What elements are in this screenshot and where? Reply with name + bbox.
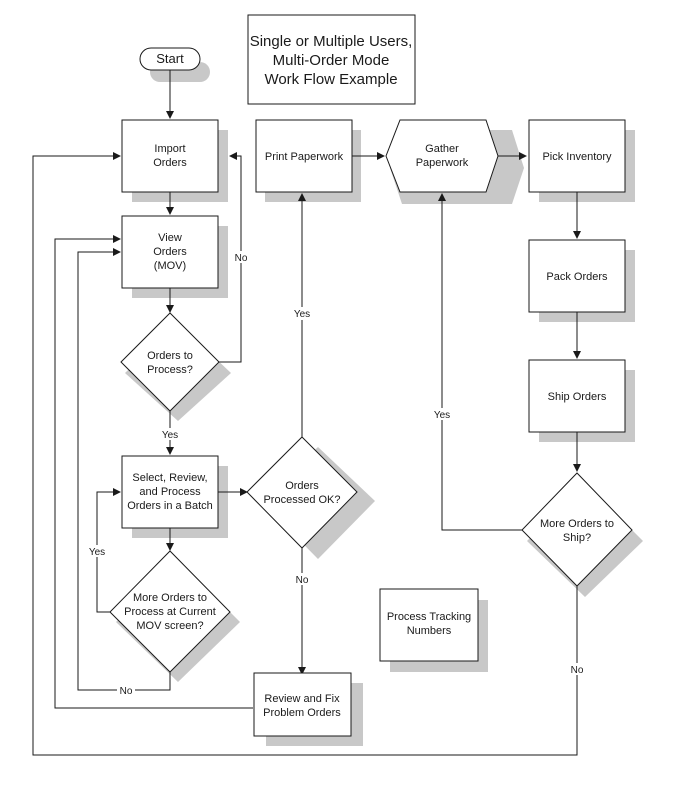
select-review-label-3: Orders in a Batch	[127, 500, 213, 512]
import-orders-label-2: Orders	[153, 157, 187, 169]
import-orders-label-1: Import	[154, 143, 185, 155]
pack-orders-label: Pack Orders	[546, 271, 608, 283]
start-label: Start	[156, 51, 184, 66]
review-fix-label-2: Problem Orders	[263, 707, 341, 719]
start-terminal	[139, 47, 201, 71]
more-orders-ship-diamond	[521, 472, 633, 587]
orders-processed-ok-diamond	[246, 436, 358, 549]
gather-paperwork-hexagon	[385, 119, 499, 193]
pick-inventory-box	[528, 119, 626, 193]
print-paperwork-box	[255, 119, 353, 193]
view-orders-box	[121, 215, 219, 289]
pack-orders-box	[528, 239, 626, 313]
view-orders-label-1: View	[158, 232, 182, 244]
review-fix-box	[253, 672, 352, 737]
edge-label-no-ship: No	[571, 665, 584, 676]
ship-orders-box	[528, 359, 626, 433]
orders-to-process-label-2: Process?	[147, 364, 193, 376]
shapes	[109, 14, 633, 737]
edge-label-no-more-mov: No	[120, 686, 133, 697]
edge-label-yes-select: Yes	[162, 430, 178, 441]
select-review-label-1: Select, Review,	[132, 472, 207, 484]
edge-labels: No Yes Yes No Yes No Yes No	[86, 251, 586, 697]
more-orders-mov-label-1: More Orders to	[133, 592, 207, 604]
orders-to-process-label-1: Orders to	[147, 350, 193, 362]
import-orders-box	[121, 119, 219, 193]
orders-processed-ok-label-2: Processed OK?	[263, 494, 340, 506]
orders-to-process-diamond	[120, 312, 220, 412]
process-tracking-label-1: Process Tracking	[387, 611, 471, 623]
view-orders-label-2: Orders	[153, 246, 187, 258]
more-orders-ship-label-2: Ship?	[563, 532, 591, 544]
more-orders-mov-label-2: Process at Current	[124, 606, 216, 618]
select-review-label-2: and Process	[139, 486, 201, 498]
title-line-2: Multi-Order Mode	[273, 52, 390, 69]
pick-inventory-label: Pick Inventory	[542, 151, 612, 163]
process-tracking-box	[379, 588, 479, 662]
orders-processed-ok-label-1: Orders	[285, 480, 319, 492]
view-orders-label-3: (MOV)	[154, 260, 186, 272]
edge-label-yes-print: Yes	[294, 309, 310, 320]
more-orders-mov-diamond	[109, 550, 231, 673]
ship-orders-label: Ship Orders	[548, 391, 607, 403]
process-tracking-label-2: Numbers	[407, 625, 452, 637]
gather-paperwork-label-1: Gather	[425, 143, 459, 155]
gather-paperwork-label-2: Paperwork	[416, 157, 469, 169]
title-box	[247, 14, 416, 105]
title-line-3: Work Flow Example	[264, 71, 397, 88]
edge-label-no-review: No	[296, 575, 309, 586]
edge-label-yes-gather: Yes	[434, 410, 450, 421]
title-line-1: Single or Multiple Users,	[250, 33, 413, 50]
more-orders-ship-label-1: More Orders to	[540, 518, 614, 530]
edge-label-yes-more-mov: Yes	[89, 547, 105, 558]
more-orders-mov-label-3: MOV screen?	[136, 620, 203, 632]
select-review-box	[121, 455, 219, 529]
edge-label-no-import: No	[235, 253, 248, 264]
labels: Single or Multiple Users, Multi-Order Mo…	[124, 33, 614, 719]
review-fix-label-1: Review and Fix	[264, 693, 340, 705]
print-paperwork-label: Print Paperwork	[265, 151, 344, 163]
